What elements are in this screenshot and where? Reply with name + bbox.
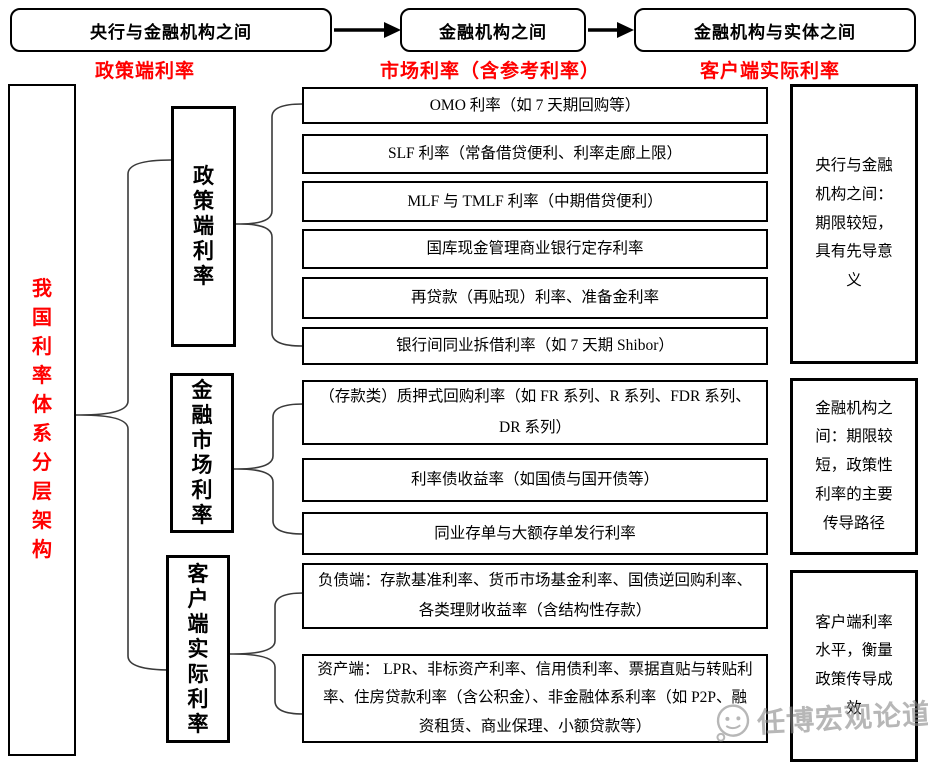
root-title: 我国利率体系分层架构 [32,278,52,561]
tier-note-policy: 央行与金融机构之间：期限较短，具有先导意义 [790,84,918,364]
rate-item: 利率债收益率（如国债与国开债等） [302,458,768,502]
stage-label-policy: 政策端利率 [94,61,195,82]
tier-box-policy: 政策端利率 [171,106,236,347]
rate-item: （存款类）质押式回购利率（如 FR 系列、R 系列、FDR 系列、DR 系列） [302,380,768,445]
note-text: 央行与金融机构之间：期限较短，具有先导意义 [815,157,893,289]
tier-label-market: 金融市场利率 [191,378,213,527]
brace-client [230,592,304,715]
flow-node-institutions-entities: 金融机构与实体之间 [634,8,916,52]
brace-root [76,159,172,671]
rate-item: 银行间同业拆借利率（如 7 天期 Shibor） [302,327,768,365]
rate-item: OMO 利率（如 7 天期回购等） [302,87,768,124]
rate-item: 国库现金管理商业银行定存利率 [302,229,768,269]
rate-item: 负债端：存款基准利率、货币市场基金利率、国债逆回购利率、各类理财收益率（含结构性… [302,563,768,629]
rate-item: 资产端： LPR、非标资产利率、信用债利率、票据直贴与转贴利率、住房贷款利率（含… [302,654,768,743]
note-text: 金融机构之间：期限较短，政策性利率的主要传导路径 [815,399,893,532]
flow-node-central-bank: 央行与金融机构之间 [10,8,332,52]
flow-arrow-1 [334,22,401,38]
rate-item: 再贷款（再贴现）利率、准备金利率 [302,277,768,319]
tier-label-policy: 政策端利率 [193,164,214,288]
stage-label-client: 客户端实际利率 [699,61,840,82]
flow-arrow-2 [588,22,634,38]
brace-policy [236,103,303,347]
note-text: 客户端利率水平，衡量政策传导成效 [815,613,893,717]
rate-item: MLF 与 TMLF 利率（中期借贷便利） [302,181,768,222]
rate-item: SLF 利率（常备借贷便利、利率走廊上限） [302,134,768,174]
rate-item: 同业存单与大额存单发行利率 [302,512,768,555]
tier-box-client: 客户端实际利率 [166,555,230,743]
tier-note-client: 客户端利率水平，衡量政策传导成效 [790,570,918,762]
brace-market [234,403,304,535]
tier-label-client: 客户端实际利率 [187,561,209,736]
tier-box-market: 金融市场利率 [170,373,234,533]
root-box: 我国利率体系分层架构 [8,84,76,756]
flow-node-between-institutions: 金融机构之间 [400,8,586,52]
tier-note-market: 金融机构之间：期限较短，政策性利率的主要传导路径 [790,378,918,555]
stage-label-market: 市场利率（含参考利率） [379,61,600,82]
